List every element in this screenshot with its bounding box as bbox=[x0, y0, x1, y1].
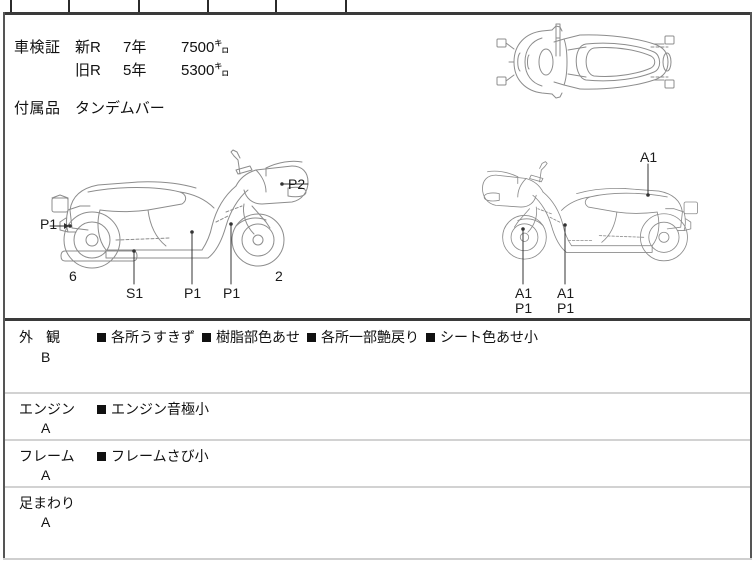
top-row-divider bbox=[345, 0, 347, 12]
condition-items-exterior: 各所うすきず 樹脂部色あせ 各所一部艶戻り シート色あせ小 bbox=[97, 329, 545, 345]
annotation-p2: P2 bbox=[288, 176, 306, 192]
condition-table-top-border bbox=[5, 318, 750, 321]
condition-item: 樹脂部色あせ bbox=[202, 329, 300, 345]
shaken-years-1: 7年 bbox=[123, 39, 147, 56]
row-divider-suspension bbox=[5, 486, 750, 488]
condition-grade-exterior: B bbox=[41, 349, 51, 365]
annotation-a1-p1-left: A1 P1 bbox=[515, 286, 532, 316]
annotation-6: 6 bbox=[69, 268, 77, 284]
condition-item-label: 各所一部艶戻り bbox=[321, 329, 419, 345]
condition-row-frame: フレーム A フレームさび小 bbox=[5, 441, 750, 486]
condition-item-label: エンジン音極小 bbox=[111, 401, 209, 417]
sheet-border-left bbox=[3, 12, 5, 560]
condition-item: フレームさび小 bbox=[97, 448, 209, 464]
condition-row-suspension: 足まわり A bbox=[5, 488, 750, 558]
annotation-a1-top: A1 bbox=[640, 149, 658, 165]
filled-square-icon bbox=[202, 333, 211, 342]
top-partial-table-row bbox=[0, 0, 755, 13]
top-row-divider bbox=[138, 0, 140, 12]
filled-square-icon bbox=[307, 333, 316, 342]
filled-square-icon bbox=[97, 405, 106, 414]
scooter-right-view-diagram: A1 A1 P1 A1 P1 bbox=[458, 142, 708, 316]
annotation-p1-right-bottom: P1 bbox=[557, 300, 575, 316]
condition-grade-engine: A bbox=[41, 420, 51, 436]
condition-grade-frame: A bbox=[41, 467, 51, 483]
condition-category-exterior: 外観 bbox=[19, 329, 73, 345]
condition-items-frame: フレームさび小 bbox=[97, 448, 216, 464]
annotation-s1: S1 bbox=[126, 285, 144, 301]
scooter-left-view-diagram: P1 P2 6 S1 P1 P1 2 bbox=[30, 148, 330, 301]
top-row-divider bbox=[10, 0, 12, 12]
condition-category-frame: フレーム bbox=[19, 448, 75, 464]
annotation-p1-front: P1 bbox=[223, 285, 241, 301]
condition-items-engine: エンジン音極小 bbox=[97, 401, 216, 417]
sheet-border-top bbox=[3, 12, 752, 15]
top-row-divider bbox=[68, 0, 70, 12]
annotation-2: 2 bbox=[275, 268, 283, 284]
shaken-label: 車検証 bbox=[14, 39, 61, 56]
sheet-border-bottom bbox=[3, 558, 752, 560]
annotation-p1-rear: P1 bbox=[40, 216, 58, 232]
scooter-top-view-diagram bbox=[468, 22, 688, 102]
annotation-a1-left-top: A1 bbox=[515, 285, 533, 301]
shaken-era-1: 新R bbox=[75, 39, 101, 56]
condition-row-exterior: 外観 B 各所うすきず 樹脂部色あせ 各所一部艶戻り シート色あせ小 bbox=[5, 321, 750, 392]
row-divider-frame bbox=[5, 439, 750, 441]
annotation-p1-center: P1 bbox=[184, 285, 202, 301]
condition-item-label: フレームさび小 bbox=[111, 448, 209, 464]
condition-item-label: 樹脂部色あせ bbox=[216, 329, 300, 345]
header-info-block: 車検証 新R 7年 7500㌔ 旧R 5年 5300㌔ 付属品 タンデムバー bbox=[0, 16, 470, 126]
sheet-border-right bbox=[750, 12, 752, 560]
annotation-a1-p1-right: A1 P1 bbox=[557, 286, 574, 316]
annotation-a1-right-top: A1 bbox=[557, 285, 575, 301]
condition-item: 各所一部艶戻り bbox=[307, 329, 419, 345]
filled-square-icon bbox=[97, 452, 106, 461]
top-row-divider bbox=[207, 0, 209, 12]
accessories-value: タンデムバー bbox=[75, 100, 165, 117]
condition-item: 各所うすきず bbox=[97, 329, 195, 345]
condition-item-label: シート色あせ小 bbox=[440, 329, 538, 345]
shaken-line-2: 旧R 5年 5300㌔ bbox=[75, 63, 229, 78]
annotation-p1-left-bottom: P1 bbox=[515, 300, 533, 316]
condition-category-engine: エンジン bbox=[19, 401, 75, 417]
shaken-era-2: 旧R bbox=[75, 62, 101, 79]
filled-square-icon bbox=[426, 333, 435, 342]
condition-row-engine: エンジン A エンジン音極小 bbox=[5, 394, 750, 439]
condition-grade-suspension: A bbox=[41, 514, 51, 530]
row-divider-engine bbox=[5, 392, 750, 394]
filled-square-icon bbox=[97, 333, 106, 342]
shaken-value-1: 7500㌔ bbox=[181, 39, 230, 56]
shaken-years-2: 5年 bbox=[123, 62, 147, 79]
top-row-divider bbox=[275, 0, 277, 12]
condition-item: シート色あせ小 bbox=[426, 329, 538, 345]
condition-item: エンジン音極小 bbox=[97, 401, 209, 417]
shaken-line-1: 新R 7年 7500㌔ bbox=[75, 40, 229, 55]
accessories-label: 付属品 bbox=[14, 100, 61, 117]
condition-item-label: 各所うすきず bbox=[111, 329, 195, 345]
shaken-value-2: 5300㌔ bbox=[181, 62, 230, 79]
condition-category-suspension: 足まわり bbox=[19, 495, 75, 511]
